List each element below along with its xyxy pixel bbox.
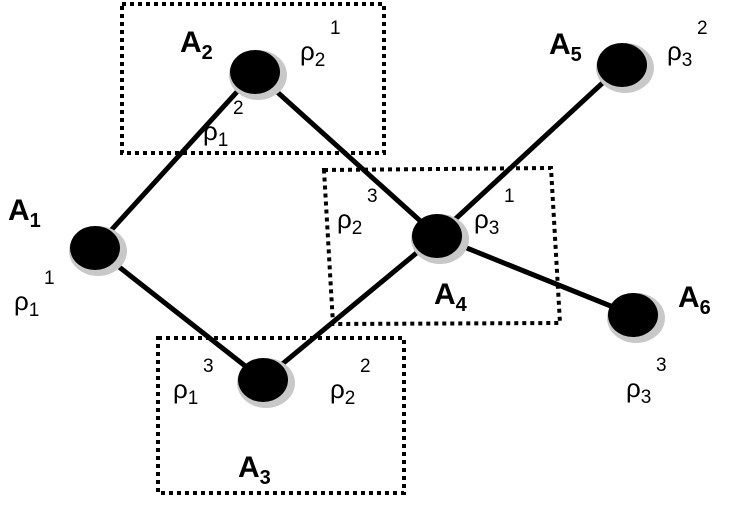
node-dot <box>412 214 462 258</box>
rho-3-2-label: ρ32 <box>667 18 708 71</box>
svg-text:ρ2: ρ2 <box>330 374 355 409</box>
svg-text:3: 3 <box>656 355 667 376</box>
edge-A2-A4 <box>252 69 440 239</box>
rho-2-1-label: ρ21 <box>300 18 341 71</box>
node-dot <box>230 50 280 94</box>
edge-A4-A6 <box>434 233 636 318</box>
rho-3-3-label: ρ33 <box>626 355 667 408</box>
svg-text:ρ2: ρ2 <box>337 204 362 239</box>
svg-text:ρ3: ρ3 <box>667 36 692 71</box>
rho-1-1-label: ρ11 <box>14 268 55 321</box>
svg-text:ρ1: ρ1 <box>14 286 39 321</box>
node-label-A5: A5 <box>549 28 582 66</box>
node-A1 <box>69 226 127 276</box>
edges-layer <box>92 62 636 383</box>
svg-text:1: 1 <box>504 186 515 207</box>
nodes-layer <box>69 43 665 408</box>
edge-A4-A5 <box>434 62 625 239</box>
node-label-A3: A3 <box>238 451 271 489</box>
rho-2-3-label: ρ23 <box>337 186 378 239</box>
svg-text:2: 2 <box>233 98 244 119</box>
group-A2-box <box>120 2 386 155</box>
node-A3 <box>237 358 295 408</box>
svg-text:ρ3: ρ3 <box>626 373 651 408</box>
node-label-A4: A4 <box>434 278 468 316</box>
svg-text:ρ3: ρ3 <box>474 204 499 239</box>
node-dot <box>238 358 288 402</box>
node-label-A2: A2 <box>180 26 213 64</box>
rho-1-2-label: ρ12 <box>203 98 244 151</box>
rho-3-1-label: ρ31 <box>474 186 515 239</box>
node-dot <box>597 43 647 87</box>
edge-A1-A3 <box>92 245 266 383</box>
edge-A3-A4 <box>260 233 440 383</box>
node-label-A6: A6 <box>678 281 711 319</box>
node-A2 <box>229 50 287 100</box>
node-dot <box>70 226 120 270</box>
svg-text:3: 3 <box>203 356 214 377</box>
node-A6 <box>607 293 665 343</box>
svg-text:1: 1 <box>330 18 341 39</box>
group-A3-box <box>156 336 406 495</box>
svg-text:1: 1 <box>44 268 55 289</box>
groups-layer <box>120 2 563 495</box>
node-A4 <box>411 214 469 264</box>
svg-text:ρ1: ρ1 <box>173 374 198 409</box>
edge-A1-A2 <box>92 69 258 251</box>
svg-text:3: 3 <box>367 186 378 207</box>
node-dot <box>608 293 658 337</box>
svg-text:ρ2: ρ2 <box>300 36 325 71</box>
svg-text:2: 2 <box>697 18 708 39</box>
node-label-A1: A1 <box>8 194 41 232</box>
svg-text:2: 2 <box>360 356 371 377</box>
node-A5 <box>596 43 654 93</box>
rho-2-2-label: ρ22 <box>330 356 371 409</box>
rho-1-3-label: ρ13 <box>173 356 214 409</box>
svg-text:ρ1: ρ1 <box>203 116 228 151</box>
